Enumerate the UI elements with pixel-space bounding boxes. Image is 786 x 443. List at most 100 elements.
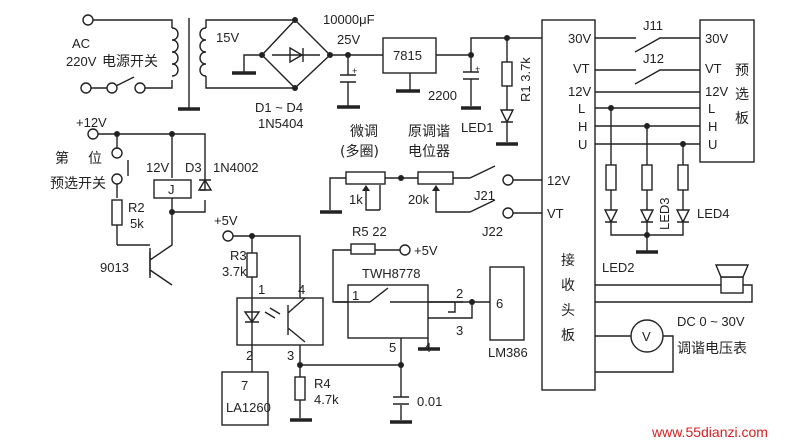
ac-label: AC xyxy=(72,36,90,51)
indicator-leds: LED2 LED3 LED4 xyxy=(602,108,730,275)
la1260-chip xyxy=(221,371,269,426)
preset-switch-label: 预选开关 xyxy=(50,176,106,192)
preset-pin: VT xyxy=(705,61,722,76)
svg-text:微调: 微调 xyxy=(350,124,378,140)
cap2-label: 2200 xyxy=(428,88,457,103)
capacitor-icon xyxy=(393,396,409,405)
j11-label: J11 xyxy=(643,18,663,33)
bridge-label: D1 ~ D4 xyxy=(255,100,303,115)
svg-text:板: 板 xyxy=(561,328,575,344)
diode-icon xyxy=(197,178,213,191)
receiver-pin: VT xyxy=(573,61,590,76)
svg-text:0.01: 0.01 xyxy=(417,394,442,409)
j21-contact xyxy=(502,174,514,186)
svg-text:+5V: +5V xyxy=(214,213,238,228)
led4-label: LED4 xyxy=(697,206,730,221)
resistor-r3 xyxy=(246,252,258,278)
plus12v-terminal xyxy=(87,128,99,140)
receiver-board: 30V VT 12V L H U 12V VT 接 收 头 板 xyxy=(541,19,596,391)
preset-switch-contact xyxy=(111,147,123,159)
r1-label: R1 3.7k xyxy=(518,57,533,102)
resistor-r2 xyxy=(111,199,123,226)
receiver-pin: U xyxy=(578,137,587,152)
svg-text:4: 4 xyxy=(298,282,305,297)
main-tune-pot xyxy=(417,171,454,185)
svg-text:2: 2 xyxy=(246,348,253,363)
power-switch-label: 电源开关 xyxy=(102,54,158,70)
speaker-icon xyxy=(720,276,744,294)
receiver-pin: H xyxy=(578,119,587,134)
bridge-rectifier: D1 ~ D4 1N5404 xyxy=(232,17,333,131)
svg-text:1: 1 xyxy=(258,282,265,297)
meter-label: 调谐电压表 xyxy=(677,341,747,357)
svg-text:头: 头 xyxy=(561,303,575,319)
svg-text:第: 第 xyxy=(55,150,69,167)
preset-switch-contact xyxy=(111,173,123,185)
resistor xyxy=(605,164,617,191)
preset-board: 30V VT 12V L H U 预 选 板 J11 J12 xyxy=(595,18,755,163)
plus5v-terminal xyxy=(399,244,411,256)
ac-terminal-bottom xyxy=(80,82,92,94)
svg-text:J21: J21 xyxy=(474,188,495,203)
svg-text:1k: 1k xyxy=(349,192,363,207)
svg-text:R2: R2 xyxy=(128,200,145,215)
svg-text:5: 5 xyxy=(389,340,396,355)
resistor-r4 xyxy=(294,376,306,401)
watermark: www.55dianzi.com xyxy=(651,424,768,440)
fine-tune-pot xyxy=(345,171,386,185)
svg-text:4.7k: 4.7k xyxy=(314,392,339,407)
svg-text:2: 2 xyxy=(456,286,463,301)
receiver-pin: 12V xyxy=(547,173,570,188)
preset-pin: H xyxy=(708,119,717,134)
svg-text:J: J xyxy=(168,182,175,197)
ac-voltage-label: 220V xyxy=(66,54,97,69)
svg-text:位: 位 xyxy=(88,151,102,167)
plus12v-label: +12V xyxy=(76,115,107,130)
speaker xyxy=(595,264,753,303)
led2-label: LED2 xyxy=(602,260,635,275)
ac-terminal-top xyxy=(82,14,94,26)
resistor xyxy=(677,164,689,191)
receiver-pin: VT xyxy=(547,206,564,221)
led3-label: LED3 xyxy=(657,197,672,230)
svg-text:R5 22: R5 22 xyxy=(352,224,387,239)
ac-wires xyxy=(91,19,173,89)
svg-text:V: V xyxy=(642,329,651,344)
optocoupler-icon xyxy=(243,297,306,345)
svg-text:R3: R3 xyxy=(230,248,247,263)
twh8778-label: TWH8778 xyxy=(362,266,421,281)
power-switch-contact xyxy=(134,82,146,94)
resistor-r5 xyxy=(350,243,376,255)
preset-relay: J +12V 第 位 预选开关 12V D3 1N4002 R2 5k 9013 xyxy=(50,115,259,286)
ac-input: AC 220V 电源开关 15V xyxy=(66,14,295,111)
svg-text:收: 收 xyxy=(561,278,575,294)
svg-text:6: 6 xyxy=(496,296,503,311)
resistor-r1 xyxy=(501,61,513,87)
preset-pin: 30V xyxy=(705,31,728,46)
power-switch-contact xyxy=(106,82,118,94)
audio-section: R3 3.7k +5V 1 4 2 3 7 LA1260 R4 4.7k 0.0… xyxy=(214,213,528,426)
transformer-secondary xyxy=(199,27,207,77)
svg-text:4: 4 xyxy=(424,340,431,355)
svg-text:3: 3 xyxy=(456,323,463,338)
regulator-label: 7815 xyxy=(393,48,422,63)
cap1-voltage-label: 25V xyxy=(337,32,360,47)
svg-text:+5V: +5V xyxy=(414,243,438,258)
resistor xyxy=(641,164,653,191)
svg-text:电位器: 电位器 xyxy=(408,144,450,160)
svg-text:选: 选 xyxy=(735,87,749,103)
regulator-section: + 10000μF 25V 7815 + 2200 LED1 R1 3.7k xyxy=(323,12,542,146)
switch-icon xyxy=(335,287,428,303)
j22-contact xyxy=(502,207,514,219)
voltmeter-icon xyxy=(630,319,664,353)
receiver-pin: 12V xyxy=(568,84,591,99)
svg-text:+: + xyxy=(475,64,480,74)
preset-pin: L xyxy=(708,101,715,116)
svg-text:7: 7 xyxy=(241,378,248,393)
svg-text:板: 板 xyxy=(735,111,749,127)
led1-label: LED1 xyxy=(461,120,494,135)
svg-text:D3: D3 xyxy=(185,160,202,175)
svg-text:1N4002: 1N4002 xyxy=(213,160,259,175)
receiver-pin: 30V xyxy=(568,31,591,46)
